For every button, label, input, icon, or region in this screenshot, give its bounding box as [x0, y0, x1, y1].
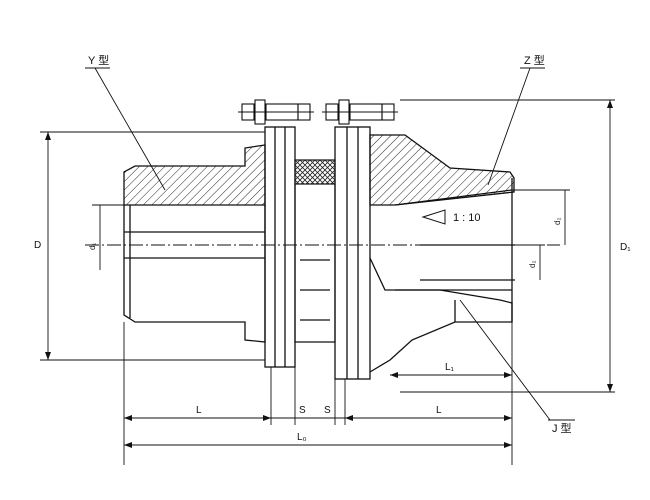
elastic-ring-crosshatch	[294, 159, 336, 185]
arrowheads	[45, 100, 613, 448]
dim-L1: L₁	[445, 362, 455, 373]
bolt-left	[238, 99, 314, 125]
label-j-type: J 型	[552, 421, 572, 435]
right-hub	[369, 134, 515, 373]
dim-D: D	[34, 240, 41, 251]
leader-lines	[85, 67, 575, 421]
taper-symbol	[421, 209, 446, 225]
dim-S-left: S	[299, 405, 306, 416]
right-flange	[334, 126, 371, 380]
dim-L0: L₀	[297, 432, 307, 443]
left-hub-lower-body	[123, 205, 266, 343]
dim-L-left: L	[196, 405, 202, 416]
dimension-lines	[40, 99, 615, 465]
left-hub	[123, 144, 266, 343]
label-taper: 1 : 10	[453, 212, 481, 224]
dim-D1: D₁	[620, 242, 631, 253]
right-hub-lower-body	[369, 257, 513, 373]
dim-d2: d₂	[528, 260, 537, 268]
dim-d1: d₁	[88, 243, 97, 250]
right-hub-upper-section	[369, 134, 515, 206]
label-y-type: Y 型	[88, 53, 109, 67]
bolt-right	[322, 99, 398, 125]
dim-S-right: S	[324, 405, 331, 416]
dim-dz: d₂	[553, 217, 562, 225]
left-hub-upper-section	[123, 144, 266, 206]
elastic-element	[294, 159, 336, 343]
dim-L-right: L	[436, 405, 442, 416]
label-z-type: Z 型	[524, 53, 545, 67]
left-flange	[264, 126, 296, 368]
